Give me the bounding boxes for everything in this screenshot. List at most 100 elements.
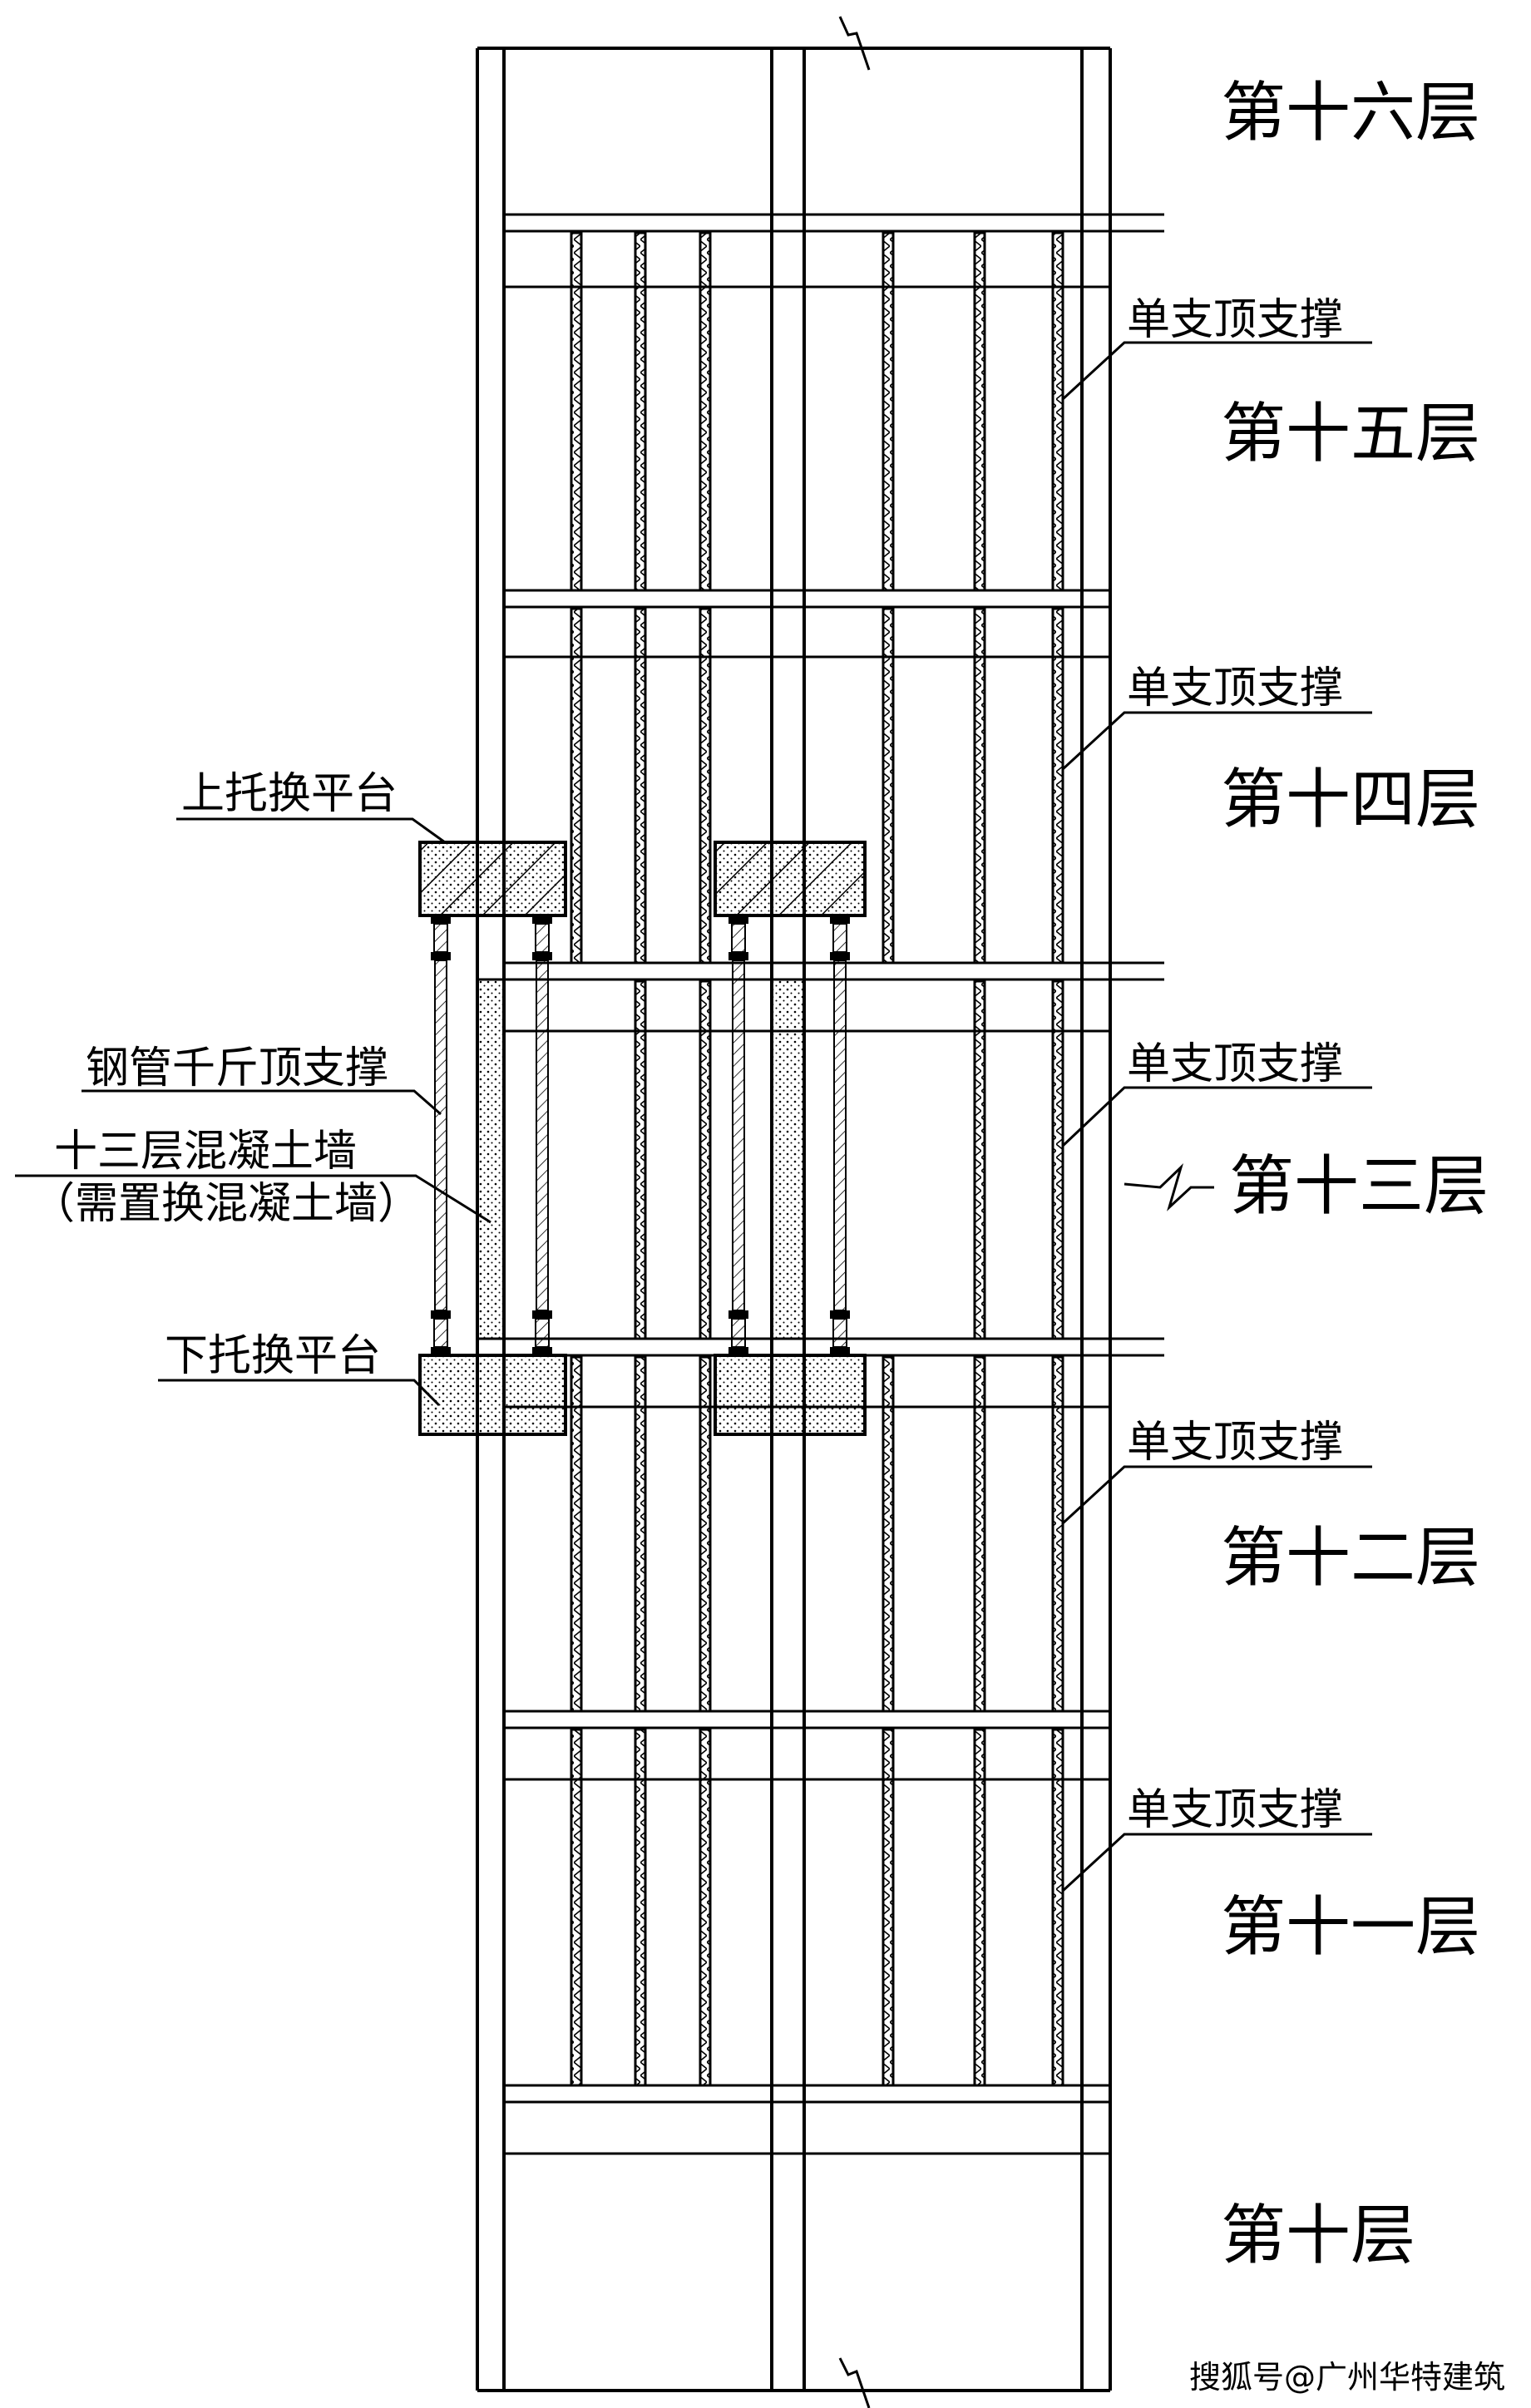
floor-label-13: 第十三层 xyxy=(1229,1149,1489,1224)
leader-single-prop-5 xyxy=(1061,1833,1372,1892)
upper-platform-1 xyxy=(714,841,867,917)
jack-tube-b xyxy=(536,960,549,1311)
single-prop-2-3 xyxy=(699,1355,712,1713)
jack-bottom-screw-c xyxy=(731,1318,746,1348)
jack-top-cap-c xyxy=(728,915,748,924)
single-prop-4-4 xyxy=(973,1728,986,2087)
floor-label-14: 第十四层 xyxy=(1221,762,1480,837)
label-steel-jack: 钢管千斤顶支撑 xyxy=(86,1044,388,1093)
single-prop-3-1 xyxy=(882,607,895,965)
single-prop-4-3 xyxy=(973,1355,986,1713)
jack-bottom-cap-a xyxy=(431,1310,451,1319)
single-prop-0-3 xyxy=(570,1355,583,1713)
jack-bottom-screw-d xyxy=(832,1318,847,1348)
jack-bottom-base-c xyxy=(728,1347,748,1355)
jack-top-base-c xyxy=(728,952,748,960)
jack-top-base-a xyxy=(431,952,451,960)
label-wall-line1: 十三层混凝土墙 xyxy=(54,1127,357,1177)
jack-bottom-cap-d xyxy=(830,1310,850,1319)
jack-bottom-screw-b xyxy=(535,1318,550,1348)
single-prop-2-2 xyxy=(699,979,712,1340)
jack-bottom-screw-a xyxy=(433,1318,448,1348)
single-prop-1-4 xyxy=(634,1728,647,2087)
label-single-prop-1: 单支顶支撑 xyxy=(1127,295,1343,345)
single-prop-0-1 xyxy=(570,607,583,965)
jack-top-base-d xyxy=(830,952,850,960)
watermark: 搜狐号@广州华特建筑 xyxy=(1189,2359,1505,2396)
leader-steel-jack xyxy=(81,1089,442,1116)
jack-bottom-base-d xyxy=(830,1347,850,1355)
single-prop-2-1 xyxy=(699,607,712,965)
floor-label-11: 第十一层 xyxy=(1221,1890,1480,1965)
single-prop-2-4 xyxy=(699,1728,712,2087)
lower-platform-1 xyxy=(714,1354,867,1436)
single-prop-0-4 xyxy=(570,1728,583,2087)
break-symbols xyxy=(838,16,1214,2408)
leader-lower-platform xyxy=(158,1379,441,1407)
leader-single-prop-1 xyxy=(1061,341,1372,401)
single-prop-4-2 xyxy=(973,979,986,1340)
break-bottom xyxy=(838,2357,871,2408)
floor-labels: 第十六层 第十五层 第十四层 第十三层 第十二层 第十一层 第十层 xyxy=(1221,76,1489,2273)
concrete-wall-13-0 xyxy=(476,978,506,1340)
leader-lines xyxy=(15,341,1372,1892)
single-prop-3-3 xyxy=(882,1355,895,1713)
single-prop-0-0 xyxy=(570,231,583,592)
label-single-prop-4: 单支顶支撑 xyxy=(1127,1418,1343,1468)
leader-concrete-wall xyxy=(15,1174,491,1224)
label-single-prop-3: 单支顶支撑 xyxy=(1127,1039,1343,1089)
upper-platform-0 xyxy=(418,841,567,917)
callout-labels: 单支顶支撑 单支顶支撑 单支顶支撑 单支顶支撑 单支顶支撑 上托换平台 钢管千斤… xyxy=(32,295,1343,1835)
single-prop-5-1 xyxy=(1051,607,1064,965)
single-prop-1-0 xyxy=(634,231,647,592)
break-right xyxy=(1124,1163,1214,1211)
jack-top-screw-a xyxy=(433,923,448,953)
floor-label-15: 第十五层 xyxy=(1221,397,1480,471)
jack-tube-c xyxy=(732,960,745,1311)
jack-tube-a xyxy=(434,960,447,1311)
leader-single-prop-2 xyxy=(1061,711,1372,771)
jack-top-cap-d xyxy=(830,915,850,924)
jack-top-screw-b xyxy=(535,923,550,953)
single-prop-5-2 xyxy=(1051,979,1064,1340)
jack-top-screw-d xyxy=(832,923,847,953)
label-single-prop-5: 单支顶支撑 xyxy=(1127,1785,1343,1835)
jack-tube-d xyxy=(833,960,847,1311)
single-prop-5-0 xyxy=(1051,231,1064,592)
label-single-prop-2: 单支顶支撑 xyxy=(1127,664,1343,713)
transfer-platforms xyxy=(418,841,867,1436)
single-prop-3-0 xyxy=(882,231,895,592)
single-props xyxy=(570,231,1064,2087)
break-top xyxy=(838,16,871,71)
floor-slabs xyxy=(504,213,1164,2155)
label-wall-line2: （需置换混凝土墙） xyxy=(32,1179,421,1229)
single-prop-1-1 xyxy=(634,607,647,965)
single-prop-1-3 xyxy=(634,1355,647,1713)
label-upper-platform: 上托换平台 xyxy=(181,769,398,819)
single-prop-2-0 xyxy=(699,231,712,592)
leader-single-prop-3 xyxy=(1061,1086,1372,1147)
single-prop-1-2 xyxy=(634,979,647,1340)
jack-top-screw-c xyxy=(731,923,746,953)
jack-bottom-base-a xyxy=(431,1347,451,1355)
single-prop-4-0 xyxy=(973,231,986,592)
single-prop-5-3 xyxy=(1051,1355,1064,1713)
floor-label-12: 第十二层 xyxy=(1221,1521,1480,1596)
floor-label-16: 第十六层 xyxy=(1221,76,1480,150)
jack-top-cap-b xyxy=(532,915,552,924)
concrete-wall-13-1 xyxy=(770,978,806,1340)
lower-platform-0 xyxy=(418,1354,567,1436)
jack-bottom-base-b xyxy=(532,1347,552,1355)
single-prop-3-4 xyxy=(882,1728,895,2087)
steel-jacks xyxy=(431,915,850,1355)
jack-bottom-cap-c xyxy=(728,1310,748,1319)
jack-top-base-b xyxy=(532,952,552,960)
leader-single-prop-4 xyxy=(1061,1465,1372,1525)
leader-upper-platform xyxy=(176,817,446,844)
single-prop-5-4 xyxy=(1051,1728,1064,2087)
floor-label-10: 第十层 xyxy=(1221,2198,1415,2273)
single-prop-4-1 xyxy=(973,607,986,965)
jack-bottom-cap-b xyxy=(532,1310,552,1319)
label-lower-platform: 下托换平台 xyxy=(165,1331,381,1381)
